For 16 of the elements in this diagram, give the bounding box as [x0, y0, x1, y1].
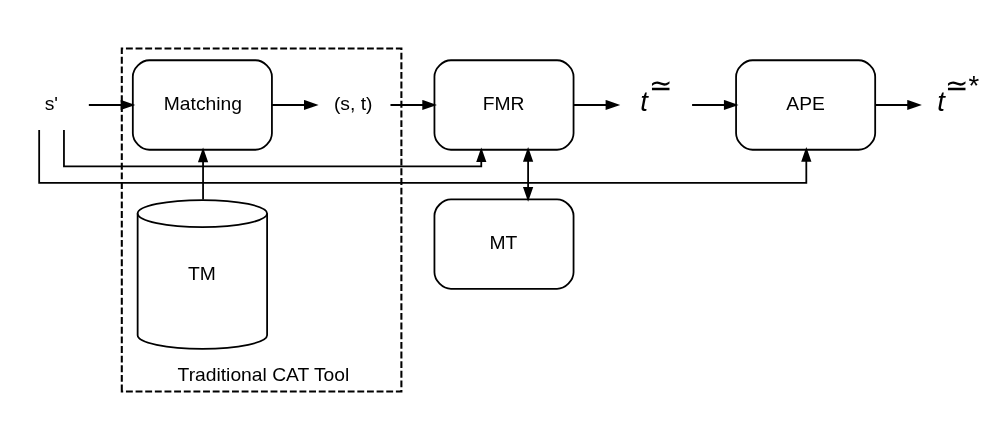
arrow — [389, 99, 437, 110]
arrow — [271, 99, 319, 110]
arrow — [63, 128, 487, 167]
node-box: FMR — [433, 58, 575, 151]
node-text: (s, t) — [333, 92, 373, 114]
arrow — [572, 99, 621, 110]
arrow — [523, 146, 534, 202]
node-box: Matching — [131, 58, 273, 151]
arrow — [874, 99, 922, 110]
arrow — [197, 147, 209, 200]
arrow — [691, 99, 739, 110]
node-box: MT — [433, 197, 575, 290]
node-box: APE — [735, 58, 877, 151]
node-text: s' — [44, 92, 58, 114]
arrow — [38, 128, 812, 184]
arrow — [87, 99, 136, 110]
